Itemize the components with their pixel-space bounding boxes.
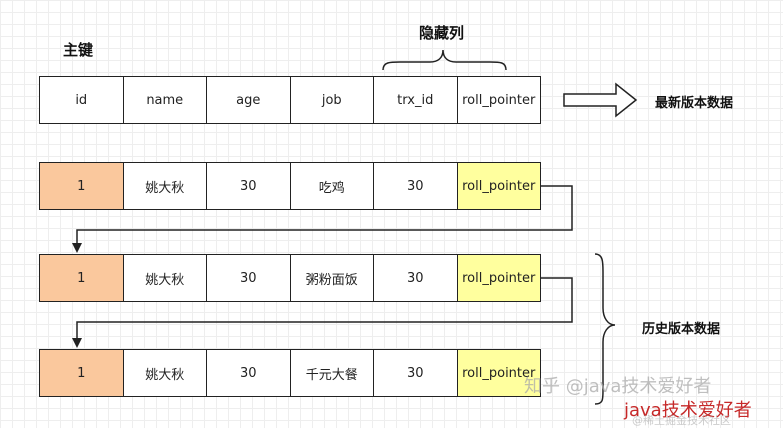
row-cell-job: 吃鸡 <box>291 163 374 209</box>
version-row: 1 姚大秋 30 千元大餐 30 roll_pointer <box>39 349 541 397</box>
header-cell-roll-pointer: roll_pointer <box>462 92 536 108</box>
header-cell-name: name <box>124 77 207 123</box>
row-cell-roll-pointer: roll_pointer <box>457 255 540 301</box>
row-cell-age: 30 <box>207 350 291 396</box>
row-cell-age: 30 <box>207 163 291 209</box>
row-cell-name: 姚大秋 <box>124 350 207 396</box>
watermark-zhihu: 知乎 @java技术爱好者 <box>524 376 712 397</box>
row-cell-trx-id: 30 <box>374 255 458 301</box>
version-row: 1 姚大秋 30 吃鸡 30 roll_pointer <box>39 162 541 210</box>
row-cell-trx-id: 30 <box>374 163 458 209</box>
history-version-label: 历史版本数据 <box>642 322 721 337</box>
version-row: 1 姚大秋 30 粥粉面饭 30 roll_pointer <box>39 254 541 302</box>
row-cell-job: 千元大餐 <box>291 350 374 396</box>
header-cell-id: id <box>40 77 124 123</box>
header-cell-trx-id: trx_id <box>374 77 458 123</box>
history-version-brace <box>594 253 616 405</box>
row-cell-age: 30 <box>207 255 291 301</box>
row-cell-roll-pointer: roll_pointer <box>457 350 540 396</box>
header-cell-age: age <box>207 77 291 123</box>
pointer-arrow-2 <box>72 277 573 348</box>
row-cell-job: 粥粉面饭 <box>291 255 374 301</box>
hidden-columns-brace <box>382 49 507 71</box>
row-cell-name: 姚大秋 <box>124 163 207 209</box>
header-row: id name age job trx_id roll_pointer <box>39 76 541 124</box>
row-cell-id: 1 <box>40 350 124 396</box>
header-cell-job: job <box>291 77 374 123</box>
watermark-author: java技术爱好者 <box>624 400 752 421</box>
row-cell-roll-pointer: roll_pointer <box>457 163 540 209</box>
row-cell-name: 姚大秋 <box>124 255 207 301</box>
latest-version-label: 最新版本数据 <box>655 96 734 111</box>
row-cell-trx-id: 30 <box>374 350 458 396</box>
row-cell-id: 1 <box>40 163 124 209</box>
watermark-juejin: @稀土掘金技术社区 <box>632 414 731 427</box>
primary-key-label: 主键 <box>63 41 94 59</box>
pointer-arrow-1 <box>72 185 573 253</box>
latest-version-arrow <box>563 82 638 118</box>
hidden-columns-label: 隐藏列 <box>419 24 465 42</box>
row-cell-id: 1 <box>40 255 124 301</box>
